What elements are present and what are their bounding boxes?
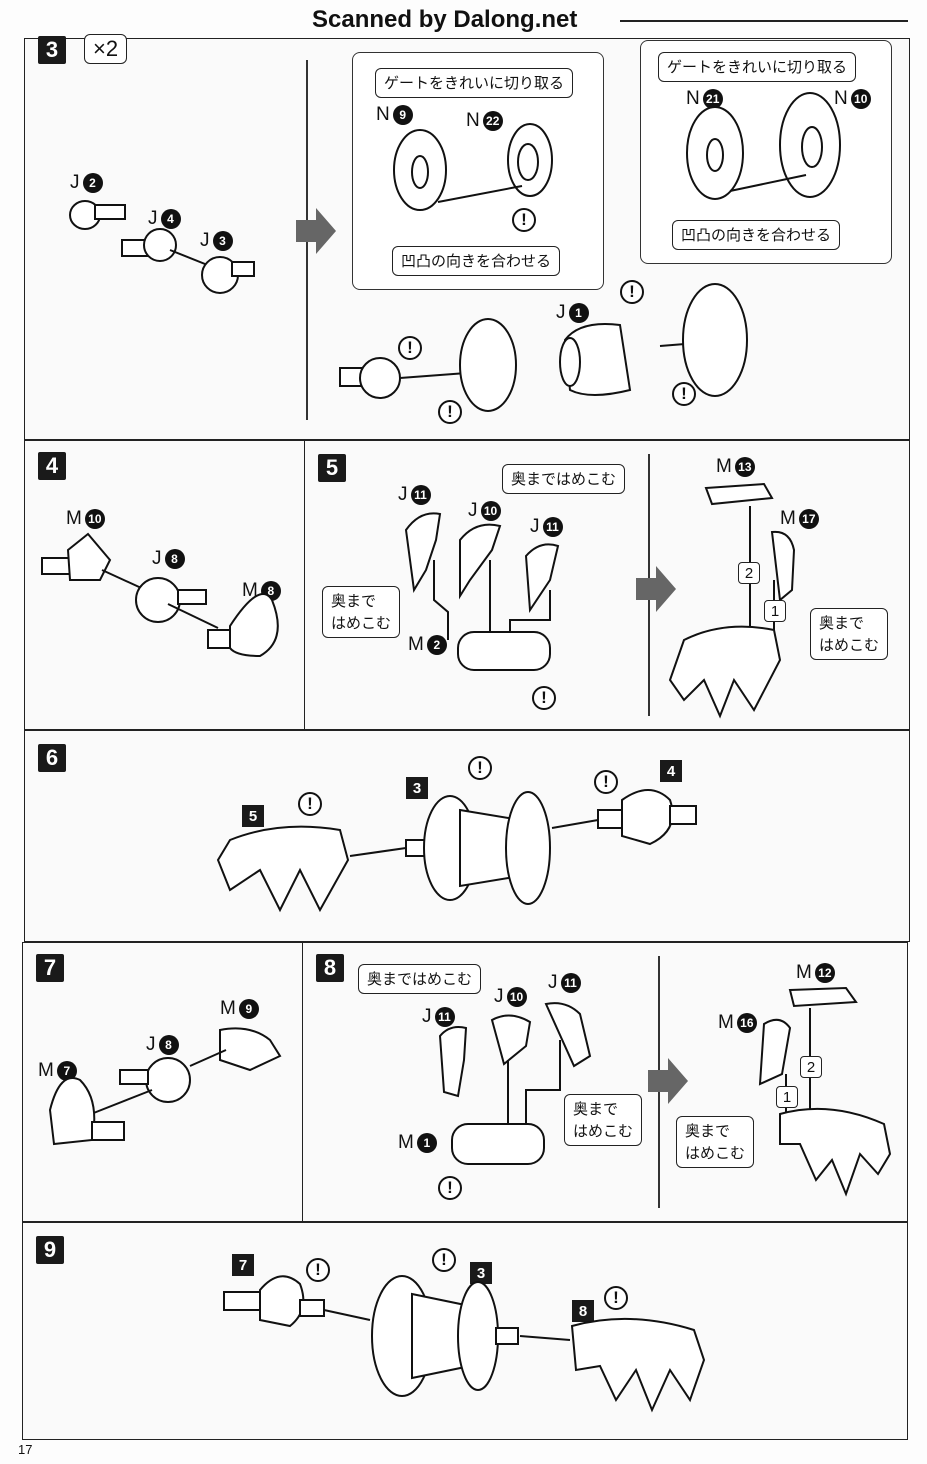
quantity-multiplier: ×2	[84, 34, 128, 64]
caution-icon: !	[438, 400, 462, 424]
note-insert-fully: 奥まで はめこむ	[322, 586, 401, 638]
step9-assembly-illustration	[223, 1275, 706, 1413]
caution-icon: !	[432, 1248, 456, 1272]
next-arrow-icon	[636, 566, 676, 612]
step6-assembly-illustration	[216, 789, 697, 913]
step3-small-parts-illustration	[69, 200, 255, 294]
caution-icon: !	[298, 792, 322, 816]
scanner-watermark: Scanned by Dalong.net	[312, 6, 578, 33]
subassembly-ref: 5	[242, 805, 264, 827]
step7-parts-illustration	[48, 1027, 282, 1146]
step-number: 7	[36, 954, 64, 982]
step-number: 6	[38, 744, 66, 772]
caution-icon: !	[672, 382, 696, 406]
caution-icon: !	[620, 280, 644, 304]
step-number: 5	[318, 454, 346, 482]
step-number: 4	[38, 452, 66, 480]
caution-icon: !	[512, 208, 536, 232]
note-insert-fully: 奥まで はめこむ	[810, 608, 889, 660]
claw-assembled-illustration	[668, 482, 796, 719]
caution-icon: !	[306, 1258, 330, 1282]
note-align-notch: 凹凸の向きを合わせる	[672, 220, 841, 250]
note-cut-gate: ゲートをきれいに切り取る	[658, 52, 857, 82]
joint-assembly-illustration	[339, 283, 748, 412]
subassembly-ref: 8	[572, 1300, 594, 1322]
order-marker: 1	[776, 1086, 798, 1108]
subassembly-ref: 3	[406, 777, 428, 799]
caution-icon: !	[532, 686, 556, 710]
claw-base-illustration	[404, 512, 560, 671]
subassembly-ref: 3	[470, 1262, 492, 1284]
note-insert-fully: 奥まで はめこむ	[564, 1094, 643, 1146]
step-number: 9	[36, 1236, 64, 1264]
claw-base-illustration	[438, 1002, 592, 1165]
page-number: 17	[18, 1442, 33, 1457]
caution-icon: !	[438, 1176, 462, 1200]
step-number: 3	[38, 36, 66, 64]
next-arrow-icon	[296, 208, 336, 254]
step-number: 8	[316, 954, 344, 982]
subassembly-ref: 4	[660, 760, 682, 782]
note-align-notch: 凹凸の向きを合わせる	[392, 246, 561, 276]
caution-icon: !	[398, 336, 422, 360]
note-insert-fully: 奥まで はめこむ	[676, 1116, 755, 1168]
claw-assembled-illustration	[758, 986, 892, 1197]
top-rule	[620, 20, 908, 22]
step4-parts-illustration	[41, 532, 279, 658]
note-insert-fully: 奥まではめこむ	[358, 964, 482, 994]
caution-icon: !	[468, 756, 492, 780]
note-cut-gate: ゲートをきれいに切り取る	[375, 68, 574, 98]
order-marker: 2	[800, 1056, 822, 1078]
order-marker: 1	[764, 600, 786, 622]
next-arrow-icon	[648, 1058, 688, 1104]
washer-parts-illustration	[686, 92, 841, 200]
note-insert-fully: 奥まではめこむ	[502, 464, 626, 494]
washer-parts-illustration	[393, 123, 553, 211]
caution-icon: !	[604, 1286, 628, 1310]
order-marker: 2	[738, 562, 760, 584]
subassembly-ref: 7	[232, 1254, 254, 1276]
caution-icon: !	[594, 770, 618, 794]
